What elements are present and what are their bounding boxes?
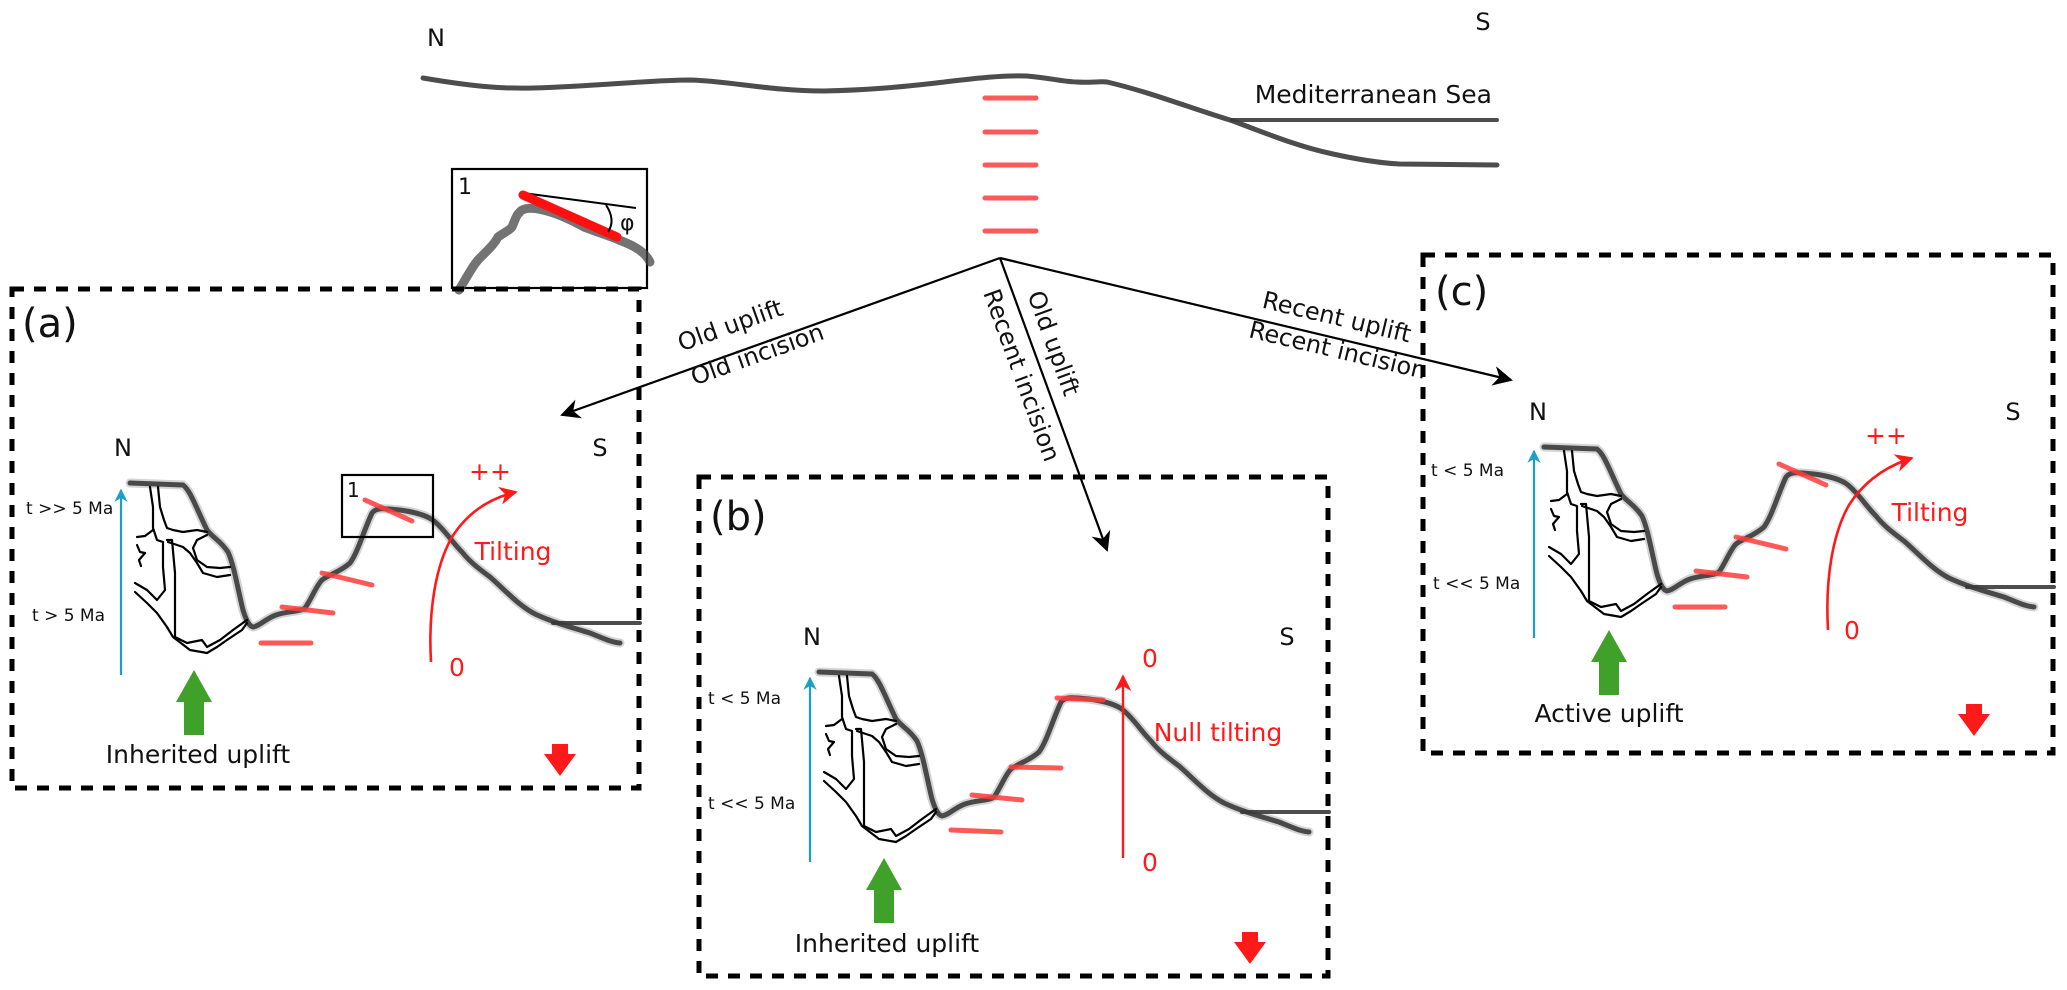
panel-a-north: N xyxy=(114,434,132,462)
inset-number: 1 xyxy=(458,175,472,200)
panel-a-south: S xyxy=(592,434,607,462)
tilt-label: Tilting xyxy=(474,537,552,566)
uplift-label: Inherited uplift xyxy=(106,740,291,769)
tilting-arrow xyxy=(1826,454,1914,631)
tilting-arrow xyxy=(429,486,518,663)
terraces-flat xyxy=(951,698,1103,832)
panel-b-age-lower: t << 5 Ma xyxy=(708,794,795,814)
tilt-bottom-label: 0 xyxy=(1142,848,1158,877)
angle-arc xyxy=(605,204,613,233)
panel-a-letter: (a) xyxy=(22,301,78,347)
arrow-to-panel-a xyxy=(560,256,1001,419)
tilt-label: Tilting xyxy=(1891,498,1969,527)
uplift-arrow-icon xyxy=(1591,630,1627,695)
panel-c-age-upper: t < 5 Ma xyxy=(1431,461,1504,481)
panel-a-frame xyxy=(9,286,642,791)
arrow-to-panel-b xyxy=(998,257,1111,552)
panel-b: (b) N S t < 5 Ma t << 5 Ma 0 Null tiltin… xyxy=(696,474,1331,979)
panel-c-letter: (c) xyxy=(1435,269,1488,315)
south-label: S xyxy=(1475,8,1490,36)
panel-c-north: N xyxy=(1529,398,1547,426)
tilt-top-label: 0 xyxy=(1142,644,1158,673)
inset-1-ref: 1 xyxy=(347,478,360,502)
panel-b-frame xyxy=(696,474,1331,979)
subsidence-arrow-icon xyxy=(1234,932,1266,964)
regional-profile: N S Mediterranean Sea xyxy=(420,8,1500,234)
panel-a: (a) N S t >> 5 Ma t > 5 Ma 1 ++ Tilting … xyxy=(9,286,642,791)
uplift-label: Inherited uplift xyxy=(795,929,980,958)
uplift-arrow-icon xyxy=(176,670,212,735)
north-label: N xyxy=(427,24,445,52)
tilt-bottom-label: 0 xyxy=(1844,616,1860,645)
panel-c-south: S xyxy=(2005,398,2020,426)
panel-b-north: N xyxy=(803,623,821,651)
panel-b-south: S xyxy=(1279,623,1294,651)
uplift-label: Active uplift xyxy=(1534,699,1683,728)
inset-box-1: 1 φ xyxy=(450,167,655,295)
subsidence-arrow-icon xyxy=(1958,704,1990,736)
subsidence-arrow-icon xyxy=(544,744,576,776)
topographic-profile xyxy=(420,73,1500,168)
tilt-bottom-label: 0 xyxy=(449,653,465,682)
panel-b-letter: (b) xyxy=(710,494,767,540)
panel-c-age-lower: t << 5 Ma xyxy=(1433,574,1520,594)
tilt-top-label: ++ xyxy=(469,457,511,486)
tilted-terrace xyxy=(518,190,622,242)
inset-1-locator xyxy=(340,473,435,539)
tilt-top-label: ++ xyxy=(1865,421,1907,450)
arrow-to-panel-c xyxy=(999,256,1513,386)
panel-a-age-upper: t >> 5 Ma xyxy=(26,499,113,519)
panel-b-age-upper: t < 5 Ma xyxy=(708,689,781,709)
phi-symbol: φ xyxy=(620,211,635,236)
panel-c: (c) N S t < 5 Ma t << 5 Ma ++ Tilting 0 … xyxy=(1420,252,2056,756)
branch-arrows: Old uplift Old incision Old uplift Recen… xyxy=(560,256,1513,552)
tilt-label: Null tilting xyxy=(1154,718,1283,747)
terrace-stack xyxy=(982,95,1039,234)
panel-a-age-lower: t > 5 Ma xyxy=(32,606,105,626)
uplift-arrow-icon xyxy=(866,858,902,923)
panel-c-frame xyxy=(1420,252,2056,756)
reference-line xyxy=(522,192,637,209)
sea-label: Mediterranean Sea xyxy=(1255,80,1492,109)
